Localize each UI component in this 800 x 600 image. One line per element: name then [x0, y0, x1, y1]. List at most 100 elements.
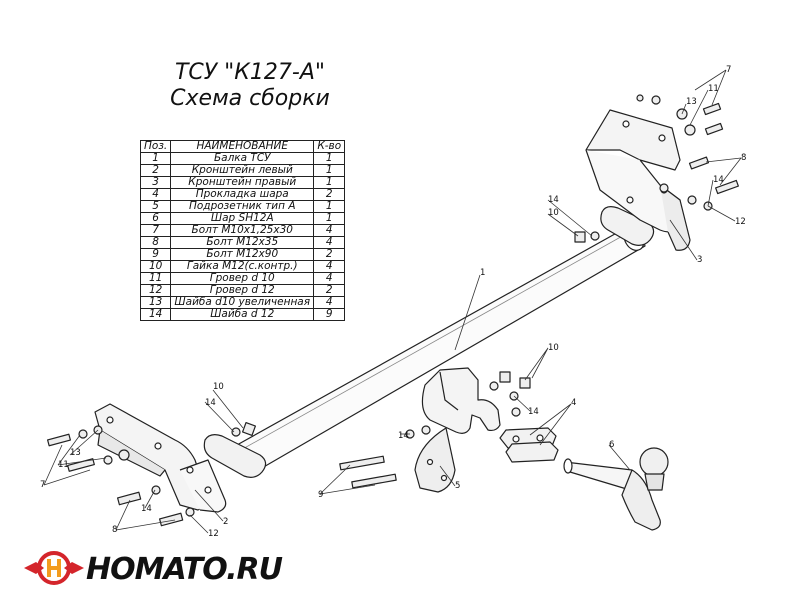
row-pos: 9: [139, 248, 172, 261]
row-qty: 2: [313, 248, 346, 261]
row-name: Балка ТСУ: [170, 152, 315, 165]
row-qty: 2: [313, 188, 346, 201]
callout-label: 14: [398, 431, 409, 441]
row-pos: 5: [139, 200, 172, 213]
callout-labels: 1234567788910101011111212131314141414141…: [40, 65, 746, 539]
row-pos: 10: [139, 260, 172, 273]
row-pos: 4: [139, 188, 172, 201]
tow-ball: [563, 447, 669, 531]
page-subtitle: Схема сборки: [170, 86, 330, 111]
callout-label: 3: [697, 255, 702, 265]
row-pos: 13: [139, 296, 172, 309]
callout-label: 5: [455, 481, 460, 491]
callout-label: 7: [726, 65, 731, 75]
row-qty: 4: [313, 296, 346, 309]
row-pos: 3: [139, 176, 172, 189]
logo-text: HOMATO.RU: [86, 552, 283, 587]
row-pos: 12: [139, 284, 172, 297]
row-name: Кронштейн левый: [170, 164, 315, 177]
callout-label: 14: [205, 398, 216, 408]
callout-label: 6: [609, 440, 614, 450]
row-pos: 1: [139, 152, 172, 165]
row-name: Гайка М12(с.контр.): [170, 260, 315, 273]
row-name: Шайба d 12: [170, 308, 315, 321]
row-qty: 1: [313, 152, 346, 165]
row-qty: 4: [313, 272, 346, 285]
callout-label: 12: [208, 529, 219, 539]
header-qty: К-во: [313, 140, 346, 153]
row-pos: 8: [139, 236, 172, 249]
leader-lines: [43, 69, 742, 534]
callout-label: 8: [741, 153, 746, 163]
callout-label: 10: [548, 343, 559, 353]
row-qty: 9: [313, 308, 346, 321]
callout-label: 1: [480, 268, 485, 278]
row-name: Подрозетник тип А: [170, 200, 315, 213]
row-name: Гровер d 10: [170, 272, 315, 285]
row-qty: 4: [313, 224, 346, 237]
row-qty: 2: [313, 284, 346, 297]
row-name: Шайба d10 увеличенная: [170, 296, 315, 309]
row-name: Болт М12х35: [170, 236, 315, 249]
callout-label: 14: [548, 195, 559, 205]
socket-plate: [414, 427, 456, 493]
row-name: Гровер d 12: [170, 284, 315, 297]
row-name: Шар SH12A: [170, 212, 315, 225]
row-qty: 1: [313, 176, 346, 189]
callout-label: 9: [318, 490, 323, 500]
callout-label: 14: [528, 407, 539, 417]
row-pos: 7: [139, 224, 172, 237]
bracket-left: [94, 403, 227, 513]
callout-label: 11: [708, 84, 719, 94]
beam-tsu: [203, 206, 655, 478]
row-name: Кронштейн правый: [170, 176, 315, 189]
row-pos: 2: [139, 164, 172, 177]
row-pos: 6: [139, 212, 172, 225]
callout-label: 8: [112, 525, 117, 535]
row-pos: 11: [139, 272, 172, 285]
callout-label: 13: [70, 448, 81, 458]
callout-label: 14: [713, 175, 724, 185]
row-name: Болт М10х1,25х30: [170, 224, 315, 237]
callout-label: 10: [548, 208, 559, 218]
row-qty: 1: [313, 200, 346, 213]
parts-table-header: Поз. НАИМЕНОВАНИЕ К-во: [139, 140, 346, 153]
row-pos: 14: [139, 308, 172, 321]
callout-label: 2: [223, 517, 228, 527]
callout-label: 4: [571, 398, 576, 408]
row-qty: 4: [313, 236, 346, 249]
callout-label: 12: [735, 217, 746, 227]
homato-logo-icon: [24, 551, 84, 585]
callout-label: 7: [40, 480, 45, 490]
row-qty: 4: [313, 260, 346, 273]
header-name: НАИМЕНОВАНИЕ: [170, 140, 315, 153]
row-name: Болт М12х90: [170, 248, 315, 261]
callout-label: 14: [141, 504, 152, 514]
row-qty: 1: [313, 164, 346, 177]
header-pos: Поз.: [139, 140, 172, 153]
callout-label: 11: [58, 460, 69, 470]
callout-label: 10: [213, 382, 224, 392]
page-title: ТСУ "К127-А": [174, 60, 326, 85]
row-qty: 1: [313, 212, 346, 225]
row-name: Прокладка шара: [170, 188, 315, 201]
bracket-right: [585, 109, 691, 251]
